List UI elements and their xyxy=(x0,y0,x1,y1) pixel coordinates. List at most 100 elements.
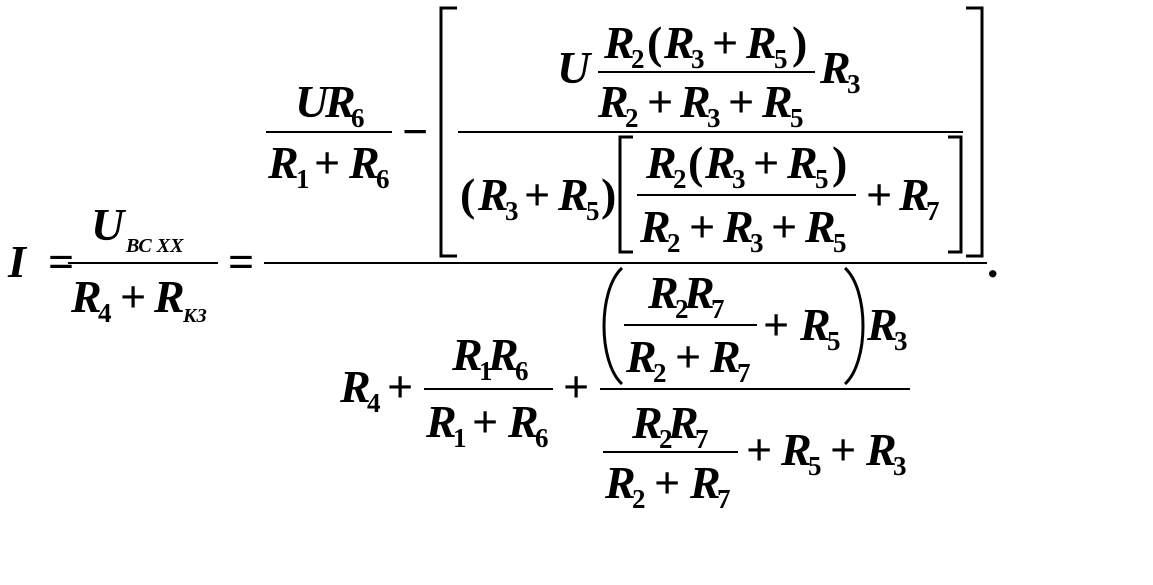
r5-symbol-f: R xyxy=(804,201,836,252)
rparen-a: ) xyxy=(792,17,807,68)
r2-symbol-n: R xyxy=(631,397,663,448)
r7-subscript-n: 7 xyxy=(695,424,709,454)
r3-subscript-e: 3 xyxy=(732,164,746,194)
r1-subscript-num: 1 xyxy=(296,164,310,194)
plus-sign-b2: + xyxy=(728,76,754,127)
r7-subscript-g: 7 xyxy=(926,196,940,226)
r7-symbol-j: R xyxy=(683,267,715,318)
voltage-subscript-bc-xx: ВС ХХ xyxy=(125,235,184,257)
lparen-e: ( xyxy=(688,137,703,188)
current-symbol: I xyxy=(7,236,28,287)
r5-symbol-a: R xyxy=(745,17,777,68)
r6-subscript-den: 6 xyxy=(376,164,390,194)
voltage-symbol: U xyxy=(91,199,127,250)
plus-sign-e: + xyxy=(753,137,779,188)
r2-symbol-j: R xyxy=(647,267,679,318)
r5-subscript-p: 5 xyxy=(808,451,822,481)
bottom-left-paren xyxy=(602,266,624,386)
r3-symbol-b: R xyxy=(679,76,711,127)
r5-subscript-d: 5 xyxy=(586,196,600,226)
r4-symbol-bottom: R xyxy=(339,361,371,412)
r5-subscript-l: 5 xyxy=(827,326,841,356)
r7-symbol-k: R xyxy=(709,331,741,382)
r1-symbol-i: R xyxy=(425,396,457,447)
r1-symbol-num: R xyxy=(267,137,299,188)
big-left-bracket xyxy=(439,6,457,258)
r6-subscript-h: 6 xyxy=(515,356,529,386)
plus-sign-l: + xyxy=(763,299,789,350)
r2-subscript-b: 2 xyxy=(625,103,639,133)
u-symbol-inner: U xyxy=(557,42,593,93)
rkz-subscript: КЗ xyxy=(182,305,207,327)
r2-subscript-k: 2 xyxy=(653,358,667,388)
r5-subscript-b: 5 xyxy=(790,103,804,133)
r4-symbol-left: R xyxy=(70,271,102,322)
r2-subscript-e: 2 xyxy=(673,164,687,194)
r1-subscript-h: 1 xyxy=(479,356,493,386)
plus-sign-a: + xyxy=(712,17,738,68)
u-symbol-num: U xyxy=(295,76,331,127)
r6-symbol-den: R xyxy=(348,137,380,188)
plus-sign-num-1: + xyxy=(314,137,340,188)
plus-sign-g: + xyxy=(866,169,892,220)
plus-sign-o: + xyxy=(654,457,680,508)
r2-symbol-a: R xyxy=(603,17,635,68)
plus-sign-b1: + xyxy=(647,76,673,127)
r7-symbol-g: R xyxy=(898,169,930,220)
r3-subscript-f: 3 xyxy=(750,228,764,258)
lparen-a: ( xyxy=(647,17,662,68)
plus-sign-left: + xyxy=(120,271,146,322)
plus-sign-p1: + xyxy=(746,424,772,475)
r2-symbol-k: R xyxy=(625,331,657,382)
equals-sign-2: = xyxy=(228,236,254,287)
r2-symbol-o: R xyxy=(604,457,636,508)
big-right-bracket xyxy=(966,6,984,258)
r3-symbol-c: R xyxy=(819,42,851,93)
lparen-d: ( xyxy=(460,169,475,220)
r2-subscript-o: 2 xyxy=(632,484,646,514)
r3-subscript-d: 3 xyxy=(505,196,519,226)
r6-symbol-i: R xyxy=(507,396,539,447)
plus-sign-k: + xyxy=(675,331,701,382)
r5-symbol-l: R xyxy=(799,299,831,350)
r5-symbol-p: R xyxy=(780,424,812,475)
r7-subscript-o: 7 xyxy=(717,484,731,514)
inner-left-bracket xyxy=(618,135,633,254)
r6-symbol-num: R xyxy=(324,76,356,127)
r6-subscript-i: 6 xyxy=(535,423,549,453)
plus-sign-i: + xyxy=(472,396,498,447)
r3-symbol-m: R xyxy=(866,299,898,350)
r2-symbol-b: R xyxy=(597,76,629,127)
formula: I = U ВС ХХ R 4 + R КЗ = . U R 6 R 1 + R… xyxy=(7,6,999,514)
r3-symbol-p: R xyxy=(865,424,897,475)
r6-symbol-h: R xyxy=(487,329,519,380)
r3-subscript-m: 3 xyxy=(894,326,908,356)
equals-sign-1: = xyxy=(48,236,74,287)
r2-subscript-n: 2 xyxy=(659,424,673,454)
r7-symbol-o: R xyxy=(689,457,721,508)
rkz-symbol: R xyxy=(153,271,185,322)
r3-symbol-f: R xyxy=(722,201,754,252)
r7-subscript-j: 7 xyxy=(711,294,725,324)
plus-sign-bottom-1: + xyxy=(387,361,413,412)
r3-subscript-a: 3 xyxy=(691,44,705,74)
r5-subscript-a: 5 xyxy=(774,44,788,74)
r2-subscript-j: 2 xyxy=(675,294,689,324)
r3-symbol-a: R xyxy=(663,17,695,68)
plus-sign-bottom-2: + xyxy=(563,361,589,412)
r5-symbol-b: R xyxy=(761,76,793,127)
r3-symbol-d: R xyxy=(477,169,509,220)
rparen-d: ) xyxy=(601,169,616,220)
r5-symbol-d: R xyxy=(557,169,589,220)
r2-symbol-e: R xyxy=(645,137,677,188)
r2-subscript-a: 2 xyxy=(631,44,645,74)
r6-subscript-num: 6 xyxy=(351,103,365,133)
r3-subscript-c: 3 xyxy=(847,69,861,99)
r5-symbol-e: R xyxy=(786,137,818,188)
bottom-right-paren xyxy=(843,266,865,386)
plus-sign-f1: + xyxy=(689,201,715,252)
minus-sign-num: − xyxy=(402,106,428,157)
r1-subscript-i: 1 xyxy=(453,423,467,453)
r3-symbol-e: R xyxy=(704,137,736,188)
